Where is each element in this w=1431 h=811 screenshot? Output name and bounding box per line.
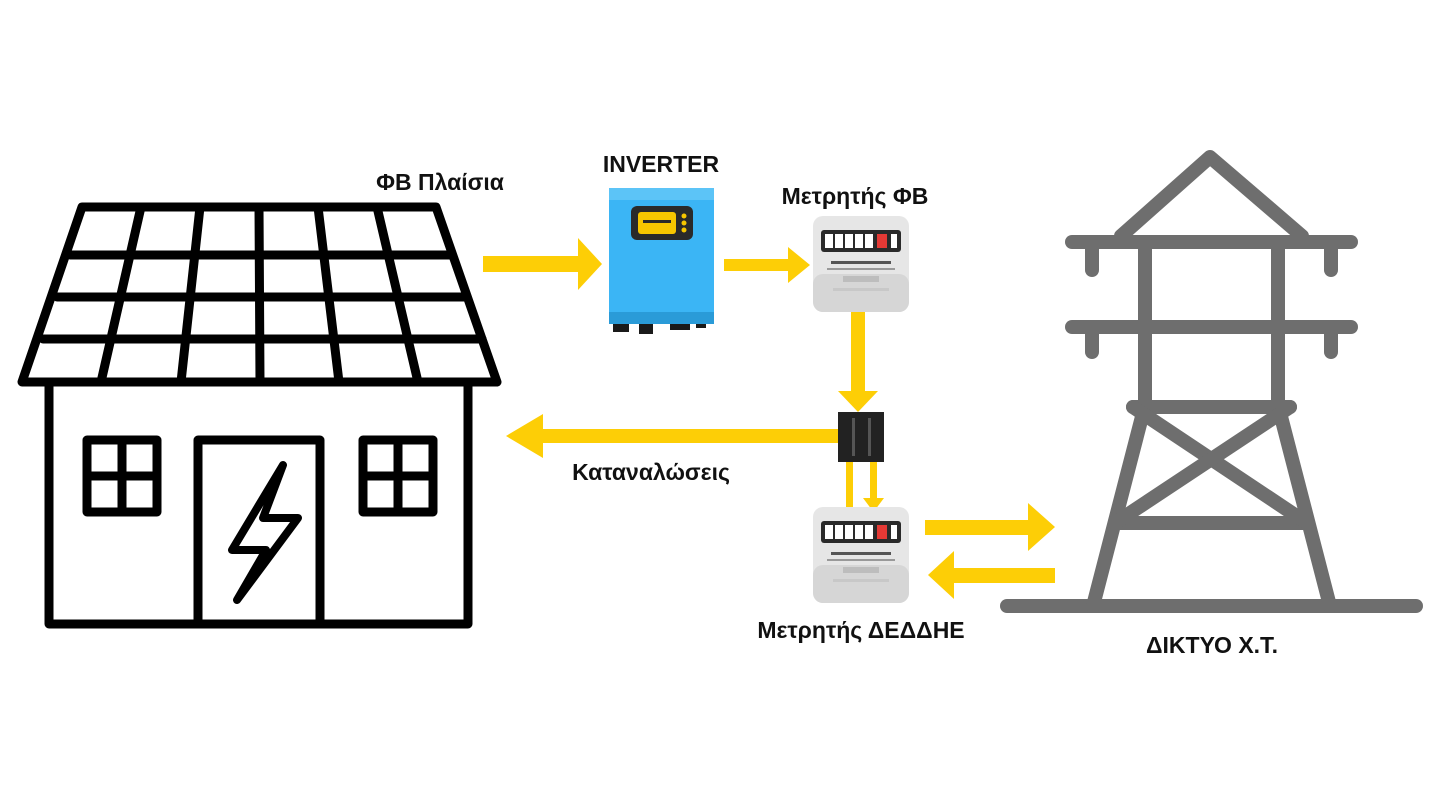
junction-box-icon: [838, 412, 884, 462]
arrow-junction-to-deddie-meter: [863, 458, 884, 512]
house-with-solar-roof-icon: [17, 202, 502, 629]
arrow-pv-meter-to-junction: [838, 311, 878, 412]
lightning-bolt-icon: [228, 461, 302, 604]
grid-label: ΔΙΚΤΥΟ Χ.Τ.: [1146, 632, 1278, 658]
inverter-label: INVERTER: [603, 151, 720, 177]
arrow-junction-to-consumption: [506, 414, 840, 458]
arrow-grid-to-meter: [928, 551, 1055, 599]
arrow-panels-to-inverter: [483, 238, 602, 290]
deddie-meter-icon: [813, 507, 909, 603]
flow-arrows: [483, 238, 1055, 599]
transmission-tower-icon: [1000, 150, 1423, 613]
deddie-meter-label: Μετρητής ΔΕΔΔΗΕ: [757, 617, 964, 643]
consumption-label: Καταναλώσεις: [572, 459, 730, 485]
arrow-meter-to-grid: [925, 503, 1055, 551]
pv-panels-label: ΦΒ Πλαίσια: [376, 169, 504, 195]
inverter-icon: [609, 188, 714, 334]
arrow-inverter-to-pv-meter: [724, 247, 810, 283]
pv-meter-icon: [813, 216, 909, 312]
pv-meter-label: Μετρητής ΦΒ: [782, 183, 929, 209]
